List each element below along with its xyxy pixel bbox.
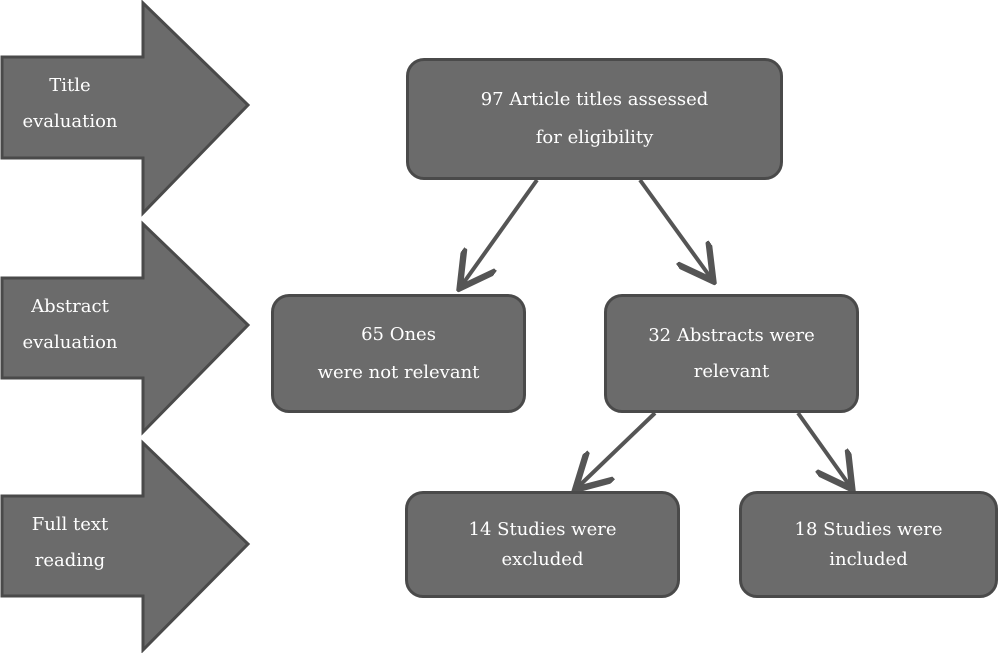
- box-not-relevant: 65 Ones were not relevant: [271, 294, 526, 413]
- box-line: 18 Studies were: [794, 518, 943, 540]
- box-line: 14 Studies were: [468, 518, 617, 540]
- stage-label-line: Title: [49, 75, 91, 96]
- connector-relevant-to-included: [796, 411, 850, 486]
- stage-label-line: Abstract: [31, 296, 109, 317]
- stage-label-title: Title evaluation: [10, 68, 130, 140]
- box-line: 97 Article titles assessed: [480, 89, 709, 110]
- stage-label-line: evaluation: [22, 111, 118, 132]
- stage-arrow-fulltext: [0, 439, 251, 653]
- stage-label-line: Full text: [31, 514, 109, 535]
- box-excluded: 14 Studies were excluded: [405, 491, 680, 598]
- connector-titles-to-relevant: [638, 178, 711, 278]
- box-line: 65 Ones: [361, 323, 436, 345]
- connector-relevant-to-excluded: [578, 411, 657, 487]
- box-included: 18 Studies were included: [739, 491, 998, 598]
- box-line: for eligibility: [535, 127, 654, 148]
- stage-label-abstract: Abstract evaluation: [10, 289, 130, 361]
- stage-arrow-abstract: [0, 220, 251, 436]
- box-line: were not relevant: [317, 361, 480, 383]
- stage-label-line: reading: [34, 550, 106, 571]
- stage-label-line: evaluation: [22, 332, 118, 353]
- box-line: excluded: [501, 548, 584, 570]
- box-titles-assessed: 97 Article titles assessed for eligibili…: [406, 58, 783, 180]
- box-relevant: 32 Abstracts were relevant: [604, 294, 859, 413]
- stage-arrow-title: [0, 0, 251, 217]
- box-line: 32 Abstracts were: [648, 324, 815, 346]
- stage-label-fulltext: Full text reading: [10, 507, 130, 579]
- connector-titles-to-not-relevant: [462, 178, 539, 285]
- box-line: relevant: [693, 360, 770, 382]
- box-line: included: [829, 548, 908, 570]
